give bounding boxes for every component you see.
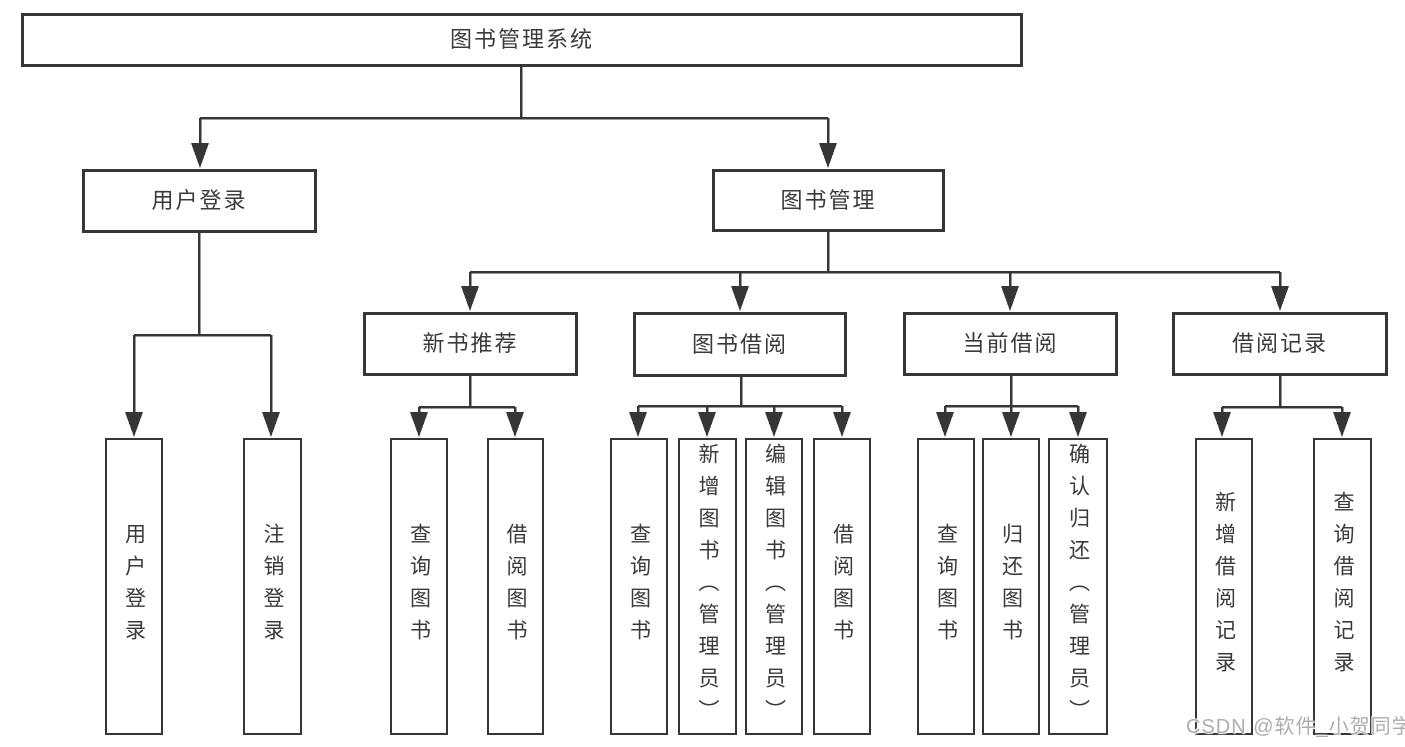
arrowhead xyxy=(936,412,954,437)
arrowhead xyxy=(765,412,783,437)
arrowhead xyxy=(819,143,837,168)
node-root: 图书管理系统 xyxy=(21,13,1023,67)
node-book-mgmt: 图书管理 xyxy=(712,169,945,232)
arrowhead xyxy=(1069,412,1087,437)
node-book-borrowing: 图书借阅 xyxy=(633,312,847,377)
arrowhead xyxy=(191,143,209,168)
leaf-edit-book-admin: 编辑图书（管理员） xyxy=(745,438,803,735)
arrowhead xyxy=(1271,286,1289,311)
arrowhead xyxy=(410,412,428,437)
leaf-borrow-books-1: 借阅图书 xyxy=(487,438,544,735)
node-user-login: 用户登录 xyxy=(82,169,317,233)
arrowhead xyxy=(731,286,749,311)
node-borrowing-records: 借阅记录 xyxy=(1172,312,1388,376)
arrowhead xyxy=(833,412,851,437)
node-current-borrowing: 当前借阅 xyxy=(903,312,1118,376)
leaf-logout: 注销登录 xyxy=(243,438,302,735)
arrowhead xyxy=(1001,286,1019,311)
leaf-add-borrow-record: 新增借阅记录 xyxy=(1195,438,1253,735)
node-new-book-recommend: 新书推荐 xyxy=(363,312,578,376)
leaf-return-book: 归还图书 xyxy=(982,438,1040,735)
leaf-query-books-3: 查询图书 xyxy=(917,438,975,735)
watermark: CSDN @软件_小贺同学 xyxy=(1186,716,1405,738)
leaf-add-book-admin: 新增图书（管理员） xyxy=(678,438,737,735)
arrowhead xyxy=(1002,412,1020,437)
leaf-user-login: 用户登录 xyxy=(105,438,163,735)
leaf-query-borrow-record: 查询借阅记录 xyxy=(1313,438,1372,735)
leaf-confirm-return-admin: 确认归还（管理员） xyxy=(1048,438,1108,735)
leaf-borrow-books-2: 借阅图书 xyxy=(813,438,871,735)
arrowhead xyxy=(629,412,647,437)
leaf-query-books-1: 查询图书 xyxy=(390,438,448,735)
arrowhead xyxy=(1333,412,1351,437)
arrowhead xyxy=(461,286,479,311)
arrowhead xyxy=(1213,412,1231,437)
arrowhead xyxy=(506,412,524,437)
leaf-query-books-2: 查询图书 xyxy=(610,438,668,735)
arrowhead xyxy=(125,412,143,437)
arrowhead xyxy=(262,412,280,437)
arrowhead xyxy=(698,412,716,437)
